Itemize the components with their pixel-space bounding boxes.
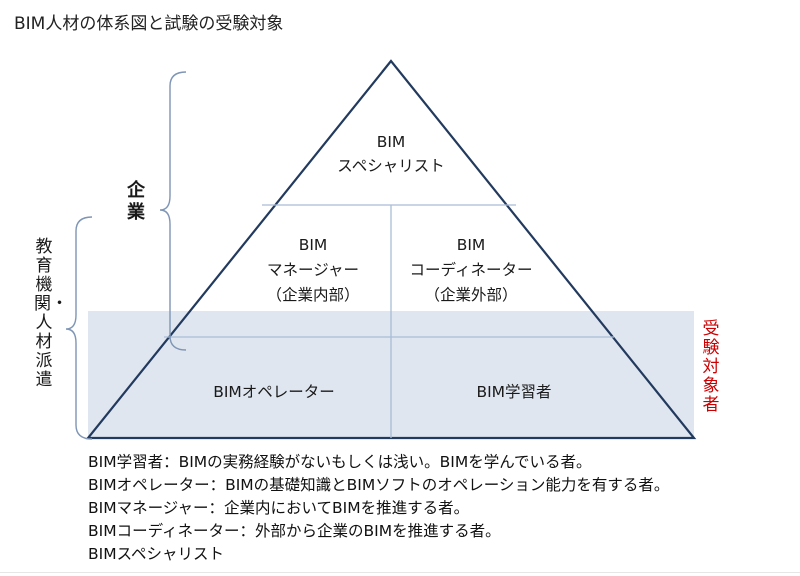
legend-item: BIMオペレーター：BIMの基礎知識とBIMソフトのオペレーション能力を有する者… — [88, 476, 670, 494]
top-line-1: BIM — [377, 133, 406, 151]
mid-left-line-3: （企業内部） — [266, 286, 359, 304]
school-label: 教育機関・人材派遣 — [34, 237, 68, 390]
page-title: BIM人材の体系図と試験の受験対象 — [14, 14, 284, 34]
mid-right-line-1: BIM — [457, 236, 486, 254]
bottom-left-label: BIMオペレーター — [213, 383, 335, 401]
legend-item: BIMスペシャリスト — [88, 545, 224, 563]
target-label: 受験対象者 — [702, 319, 720, 415]
legend-list: BIM学習者：BIMの実務経験がないもしくは浅い。BIMを学んでいる者。 BIM… — [88, 451, 669, 566]
brace-company — [159, 71, 187, 351]
top-line-2: スペシャリスト — [337, 157, 444, 175]
mid-right-line-2: コーディネーター — [410, 260, 533, 279]
legend-item: BIMコーディネーター：外部から企業のBIMを推進する者。 — [88, 522, 501, 540]
brace-school — [65, 216, 93, 440]
company-label: 企業 — [127, 180, 145, 223]
mid-left-line-1: BIM — [299, 236, 328, 254]
legend-item: BIM学習者：BIMの実務経験がないもしくは浅い。BIMを学んでいる者。 — [88, 453, 592, 471]
bottom-right-label: BIM学習者 — [476, 383, 551, 401]
mid-left-line-2: マネージャー — [267, 261, 359, 279]
mid-right-line-3: （企業外部） — [424, 286, 517, 304]
bottom-rule — [0, 572, 800, 573]
legend-item: BIMマネージャー：企業内においてBIMを推進する者。 — [88, 499, 470, 517]
